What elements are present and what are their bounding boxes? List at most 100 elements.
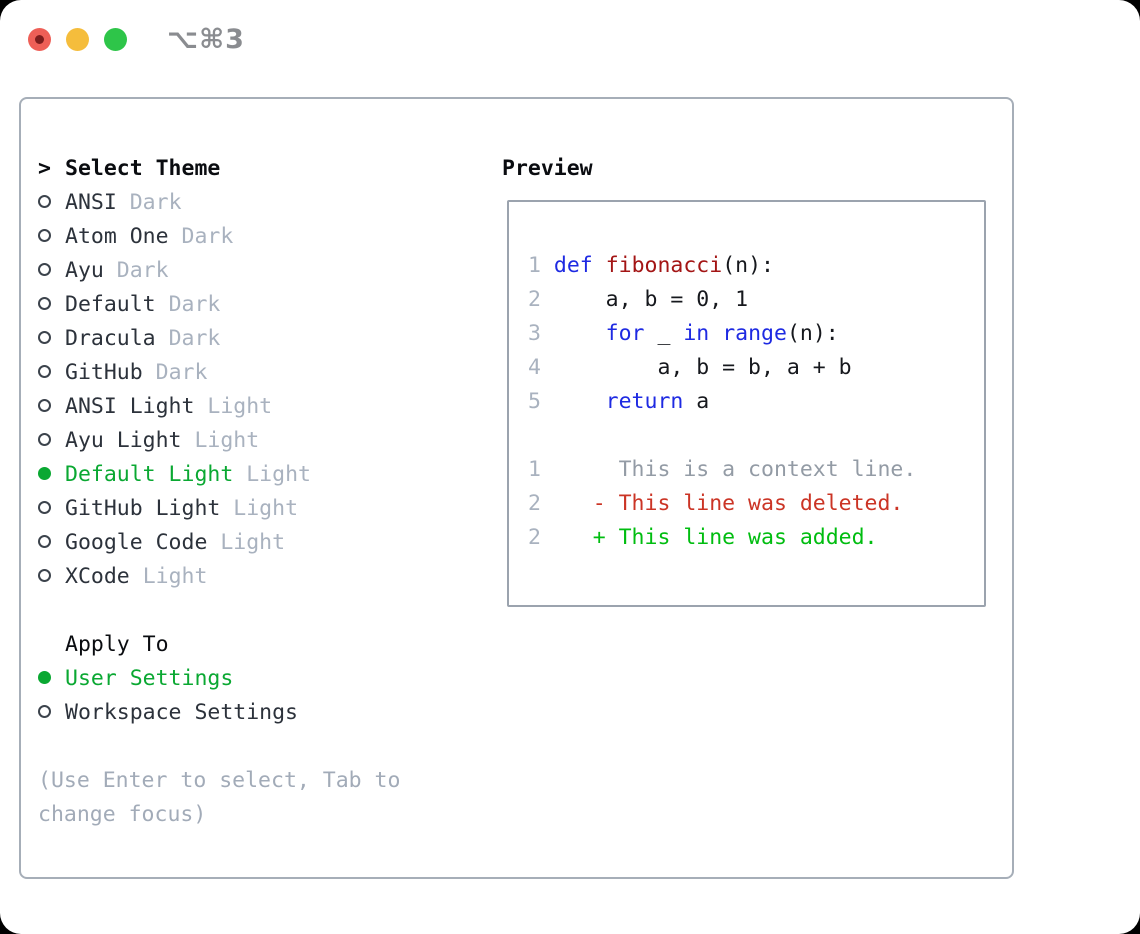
radio-icon bbox=[38, 229, 51, 242]
theme-option[interactable]: Default Dark bbox=[38, 288, 458, 322]
theme-variant-tag: Light bbox=[194, 428, 260, 453]
code-token: in bbox=[683, 321, 710, 346]
radio-icon bbox=[38, 705, 51, 718]
option-label: User Settings bbox=[65, 666, 234, 691]
theme-variant-tag: Dark bbox=[116, 258, 169, 283]
theme-option[interactable]: Default Light Light bbox=[38, 458, 458, 492]
line-number bbox=[528, 423, 554, 448]
code-token bbox=[554, 389, 606, 414]
radio-icon bbox=[38, 195, 51, 208]
option-label: Ayu bbox=[65, 258, 104, 283]
theme-option[interactable]: ANSI Dark bbox=[38, 186, 458, 220]
spacer bbox=[38, 594, 458, 628]
hint-line-1: (Use Enter to select, Tab to bbox=[38, 768, 401, 793]
theme-option[interactable]: Atom One Dark bbox=[38, 220, 458, 254]
close-dot-icon bbox=[35, 34, 44, 44]
theme-variant-tag: Light bbox=[220, 530, 286, 555]
code-token: a bbox=[683, 389, 710, 414]
line-number: 2 bbox=[528, 287, 554, 312]
theme-variant-tag: Light bbox=[246, 462, 311, 487]
theme-option[interactable]: Google Code Light bbox=[38, 526, 458, 560]
theme-variant-tag: Light bbox=[207, 394, 273, 419]
code-line: 5 return a bbox=[528, 385, 984, 419]
radio-icon bbox=[38, 263, 51, 276]
theme-variant-tag: Dark bbox=[168, 326, 221, 351]
option-label: Ayu Light bbox=[65, 428, 182, 453]
titlebar: ⌥⌘3 bbox=[28, 24, 245, 55]
option-label: Default bbox=[65, 292, 156, 317]
theme-option[interactable]: Ayu Light Light bbox=[38, 424, 458, 458]
theme-option[interactable]: XCode Light bbox=[38, 560, 458, 594]
line-number: 4 bbox=[528, 355, 554, 380]
hint-text: (Use Enter to select, Tab to change focu… bbox=[38, 764, 458, 832]
line-number: 1 bbox=[528, 457, 554, 482]
radio-icon bbox=[38, 331, 51, 344]
theme-variant-tag: Light bbox=[233, 496, 299, 521]
radio-icon bbox=[38, 501, 51, 514]
code-token: a, b = 0, 1 bbox=[553, 287, 749, 312]
option-label: Default Light bbox=[65, 462, 234, 487]
option-label: Atom One bbox=[65, 224, 169, 249]
code-token: for bbox=[605, 321, 645, 346]
theme-option[interactable]: ANSI Light Light bbox=[38, 390, 458, 424]
theme-option[interactable]: Ayu Dark bbox=[38, 254, 458, 288]
code-token: (n): bbox=[786, 321, 839, 346]
radio-selected-icon bbox=[38, 467, 51, 480]
radio-selected-icon bbox=[38, 671, 51, 684]
code-token: def bbox=[553, 253, 593, 278]
radio-icon bbox=[38, 297, 51, 310]
code-token: _ bbox=[644, 321, 684, 346]
option-label: GitHub Light bbox=[65, 496, 221, 521]
minimize-button[interactable] bbox=[66, 27, 89, 51]
hint-line-2: change focus) bbox=[38, 802, 207, 827]
code-token: range bbox=[722, 321, 787, 346]
prompt-caret-icon: > bbox=[38, 156, 51, 181]
code-token bbox=[709, 321, 722, 346]
line-number: 2 bbox=[528, 491, 554, 516]
close-button[interactable] bbox=[28, 27, 51, 51]
code-line bbox=[528, 419, 984, 453]
code-token: a, b = b, a + b bbox=[553, 355, 852, 380]
line-number: 1 bbox=[528, 253, 554, 278]
option-label: XCode bbox=[65, 564, 130, 589]
theme-variant-tag: Dark bbox=[129, 190, 182, 215]
preview-title: Preview bbox=[502, 156, 593, 181]
code-line: 2 + This line was added. bbox=[528, 521, 984, 555]
radio-icon bbox=[38, 569, 51, 582]
code-token: (n): bbox=[722, 253, 774, 278]
apply-to-option[interactable]: User Settings bbox=[38, 662, 458, 696]
code-line: 1 def fibonacci(n): bbox=[528, 249, 984, 283]
window-shortcut-label: ⌥⌘3 bbox=[167, 23, 245, 55]
code-line: 2 a, b = 0, 1 bbox=[528, 283, 984, 317]
code-token: + This line was added. bbox=[553, 525, 878, 550]
theme-variant-tag: Dark bbox=[181, 224, 234, 249]
select-theme-header: > Select Theme bbox=[38, 152, 458, 186]
option-label: Workspace Settings bbox=[65, 700, 298, 725]
theme-option[interactable]: GitHub Dark bbox=[38, 356, 458, 390]
apply-to-header: Apply To bbox=[38, 628, 458, 662]
line-number: 2 bbox=[528, 525, 554, 550]
code-token: - This line was deleted. bbox=[553, 491, 904, 516]
code-token: fibonacci bbox=[605, 253, 723, 278]
theme-option[interactable]: GitHub Light Light bbox=[38, 492, 458, 526]
option-label: GitHub bbox=[65, 360, 143, 385]
option-label: ANSI Light bbox=[65, 394, 195, 419]
radio-icon bbox=[38, 399, 51, 412]
code-token bbox=[554, 321, 606, 346]
code-line: 4 a, b = b, a + b bbox=[528, 351, 984, 385]
apply-to-title: Apply To bbox=[65, 632, 169, 657]
code-line: 3 for _ in range(n): bbox=[528, 317, 984, 351]
theme-option[interactable]: Dracula Dark bbox=[38, 322, 458, 356]
option-label: Google Code bbox=[65, 530, 208, 555]
maximize-button[interactable] bbox=[104, 27, 127, 51]
apply-to-option[interactable]: Workspace Settings bbox=[38, 696, 458, 730]
select-theme-title: Select Theme bbox=[65, 156, 221, 181]
code-token bbox=[593, 253, 606, 278]
line-number: 3 bbox=[528, 321, 554, 346]
radio-icon bbox=[38, 535, 51, 548]
